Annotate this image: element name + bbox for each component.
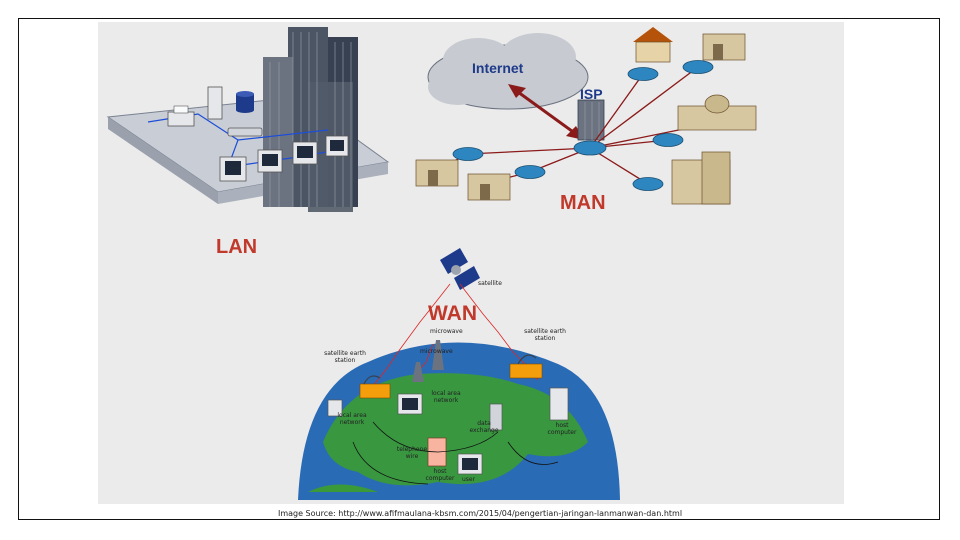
- building-icon: [702, 33, 746, 61]
- data-exchange-icon: [489, 403, 503, 431]
- database-icon: [236, 91, 254, 113]
- user-label: user: [462, 476, 476, 483]
- workstation-icon: [219, 156, 247, 182]
- router-icon: [573, 140, 607, 156]
- local-area-network-label: local area network: [337, 412, 367, 426]
- workstation-icon: [325, 135, 349, 157]
- man-diagram: [415, 27, 757, 205]
- satellite-earth-station-label: satellite earth station: [324, 350, 366, 364]
- router-icon: [632, 177, 664, 191]
- satellite-label: satellite: [478, 280, 502, 287]
- host-computer-label: host computer: [547, 422, 577, 436]
- microwave-tower-icon: [412, 362, 424, 382]
- isp-label: ISP: [580, 86, 603, 102]
- microwave-label: microwave: [420, 348, 453, 355]
- house-icon: [633, 27, 673, 63]
- image-source-caption: Image Source: http://www.afifmaulana-kbs…: [277, 509, 683, 518]
- cloud-icon: [427, 33, 589, 110]
- data-exchange-label: data exchange: [469, 420, 499, 434]
- satellite-dish-icon: [359, 375, 391, 399]
- server-icon: [207, 86, 223, 120]
- capitol-building-icon: [677, 94, 757, 131]
- wan-label: WAN: [428, 302, 477, 325]
- satellite-earth-station-label: satellite earth station: [524, 328, 566, 342]
- satellite-dish-icon: [509, 354, 543, 379]
- host-computer-label: host computer: [425, 468, 455, 482]
- router-icon: [627, 67, 659, 81]
- lan-diagram: [106, 27, 390, 212]
- workstation-icon: [257, 149, 283, 173]
- workstation-icon: [292, 141, 318, 165]
- skyscraper-icon: [263, 27, 358, 212]
- building-icon: [415, 159, 459, 187]
- lan-label: LAN: [216, 236, 258, 258]
- local-area-network-label: local area network: [431, 390, 461, 404]
- microwave-label: microwave: [430, 328, 463, 335]
- globe-land: [308, 484, 378, 492]
- router-icon: [514, 165, 546, 179]
- isp-building-icon: [577, 99, 605, 141]
- printer-icon: [167, 105, 195, 127]
- computer-icon: [327, 399, 343, 417]
- router-icon: [452, 147, 484, 161]
- wan-diagram: [298, 248, 620, 500]
- telephone-wire-label: telephone wire: [396, 446, 428, 460]
- router-icon: [652, 133, 684, 147]
- network-figure: LAN MAN WAN Internet ISP satellite micro…: [98, 22, 844, 504]
- computer-icon: [457, 453, 483, 475]
- lan-platform-side: [108, 117, 218, 204]
- microwave-tower-icon: [432, 340, 444, 370]
- host-computer-icon: [549, 387, 569, 421]
- hub-icon: [227, 127, 263, 137]
- router-icon: [682, 60, 714, 74]
- office-building-icon: [671, 151, 731, 205]
- computer-icon: [397, 393, 423, 415]
- man-label: MAN: [560, 192, 606, 214]
- internet-label: Internet: [472, 60, 524, 76]
- building-icon: [467, 173, 511, 201]
- satellite-icon: [440, 248, 480, 290]
- network-diagram-svg: [106, 27, 757, 500]
